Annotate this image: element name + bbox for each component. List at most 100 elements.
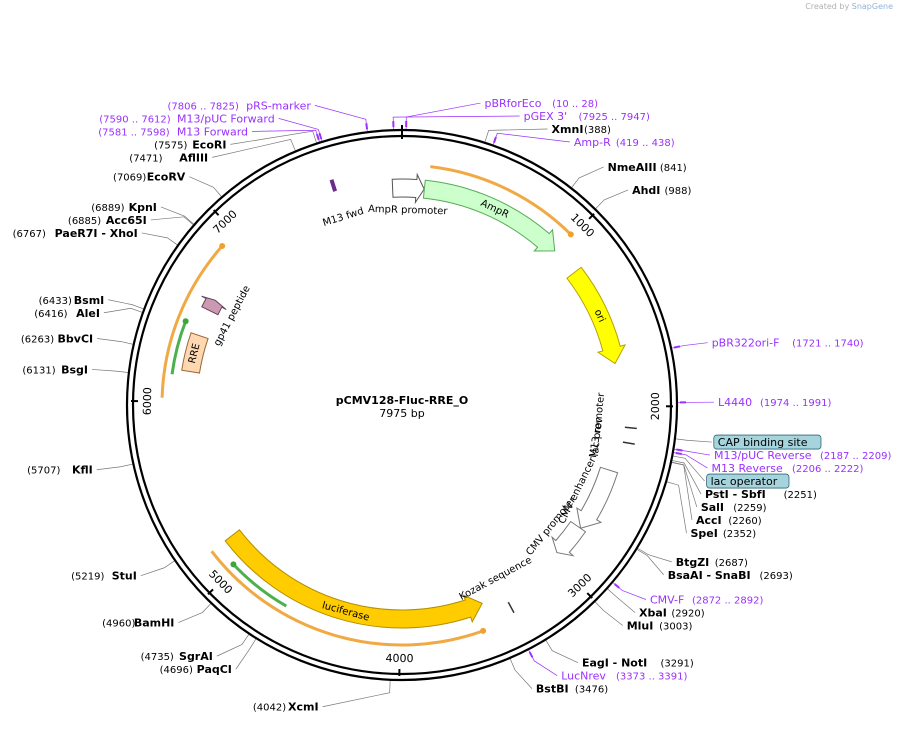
enzyme-site-paer7i: PaeR7I - XhoI (6767) xyxy=(13,227,138,240)
primer-name: pRS-marker xyxy=(246,99,311,112)
leader-line xyxy=(612,582,647,600)
enzyme-position: (2251) xyxy=(784,490,817,501)
enzyme-name: PaeR7I - XhoI xyxy=(55,227,138,240)
leader-line xyxy=(528,650,558,676)
primer-range: (7806 .. 7825) xyxy=(168,101,240,112)
enzyme-position: (4696) xyxy=(160,665,193,676)
enzyme-position: (3003) xyxy=(659,622,692,633)
enzyme-site-sgrai: SgrAI(4735) xyxy=(141,650,213,663)
primer-m13-puc-forward: M13/pUC Forward(7590 .. 7612) xyxy=(99,112,274,125)
enzyme-name: BsgI xyxy=(61,363,88,376)
primer-range: (1721 .. 1740) xyxy=(792,339,864,350)
orf-arc xyxy=(210,550,484,647)
leader-line xyxy=(150,216,194,225)
enzyme-name: XbaI xyxy=(639,607,667,620)
leader-line xyxy=(666,481,687,534)
enzyme-site-afliii: AflIII(7471) xyxy=(129,151,208,164)
enzyme-site-bamhi: BamHI(4960) xyxy=(102,617,174,630)
primer-name: M13 Forward xyxy=(177,125,248,138)
enzyme-name: AflIII xyxy=(179,151,208,164)
snapgene-credit: Created by SnapGene xyxy=(805,2,893,11)
enzyme-position: (4960) xyxy=(102,619,135,630)
primer-m13-puc-reverse: M13/pUC Reverse(2187 .. 2209) xyxy=(714,449,892,462)
enzyme-position: (3291) xyxy=(661,659,694,670)
leader-line xyxy=(405,102,481,130)
orf-arrow-tip xyxy=(219,243,226,250)
leader-line xyxy=(675,438,712,443)
small-feature-mark xyxy=(624,426,637,430)
primer-mark-m13-forward xyxy=(316,133,320,141)
primer-range: (7925 .. 7947) xyxy=(578,112,650,123)
feature-rre xyxy=(181,332,209,374)
enzyme-position: (6767) xyxy=(13,229,46,240)
enzyme-position: (388) xyxy=(584,125,611,136)
primer-range: (2187 .. 2209) xyxy=(820,451,892,462)
leader-line xyxy=(212,139,296,158)
leader-line xyxy=(673,452,708,469)
enzyme-site-kpni: KpnI(6889) xyxy=(91,201,157,214)
primer-mark-m13-puc-forward xyxy=(318,132,323,140)
enzyme-site-mlui: MluI(3003) xyxy=(627,620,693,633)
leader-line xyxy=(103,307,143,314)
enzyme-site-psti: PstI - SbfI(2251) xyxy=(705,488,817,501)
primer-name: M13 Reverse xyxy=(712,462,783,475)
enzyme-site-paqci: PaqCI(4696) xyxy=(160,663,232,676)
enzyme-position: (2260) xyxy=(728,516,761,527)
leader-line xyxy=(322,680,391,708)
leader-line xyxy=(96,463,133,471)
leader-line xyxy=(607,588,636,613)
orf-arcs xyxy=(160,165,574,647)
primer-name: CMV-F xyxy=(650,594,684,607)
enzyme-position: (2693) xyxy=(760,571,793,582)
enzyme-name: BamHI xyxy=(134,617,175,630)
leader-line xyxy=(230,130,317,145)
primer-range: (419 .. 438) xyxy=(616,138,675,149)
primer-pbr322ori-f: pBR322ori-F(1721 .. 1740) xyxy=(712,337,864,350)
boxed-feature-bg xyxy=(706,473,790,489)
leader-line xyxy=(178,603,211,623)
orf-arrow-tip xyxy=(480,627,487,634)
enzyme-name: XmnI xyxy=(552,123,584,136)
plasmid-length: 7975 bp xyxy=(379,407,424,420)
enzyme-site-btgzi: BtgZI(2687) xyxy=(676,556,748,569)
primer-range: (7590 .. 7612) xyxy=(99,114,171,125)
primer-l4440: L4440 (1974 .. 1991) xyxy=(718,396,832,409)
leader-line xyxy=(108,299,144,310)
primer-name: L4440 xyxy=(718,396,752,409)
enzyme-position: (7069) xyxy=(113,173,146,184)
primer-range: (10 .. 28) xyxy=(552,99,598,110)
small-feature-label-m13-rev: M13 rev xyxy=(588,417,606,459)
primer-prs-marker: pRS-marker (7806 .. 7825) xyxy=(168,99,312,112)
primer-mark-cmv-f xyxy=(614,583,620,589)
enzyme-site-xcmi: XcmI(4042) xyxy=(253,701,319,714)
primer-pgex-3: pGEX 3'(7925 .. 7947) xyxy=(524,110,650,123)
enzyme-site-eagi: EagI - NotI(3291) xyxy=(582,657,694,670)
primer-pbrforeco: pBRforEco(10 .. 28) xyxy=(484,97,598,110)
enzyme-name: BstBI xyxy=(536,683,569,696)
tick-mark xyxy=(207,588,214,595)
enzyme-site-ecori: EcoRI(7575) xyxy=(154,138,226,151)
feature-ampr-promoter xyxy=(391,172,425,205)
boxed-feature-name: lac operator xyxy=(711,475,778,488)
primer-mark-m13-puc-reverse xyxy=(676,448,683,452)
primer-range: (1974 .. 1991) xyxy=(760,398,832,409)
primer-mark-prs-marker xyxy=(365,123,369,130)
small-feature-mark xyxy=(329,179,338,192)
enzyme-site-sali: SalI(2259) xyxy=(701,501,767,514)
primer-name: Amp-R xyxy=(574,136,611,149)
enzyme-site-bstbi: BstBI(3476) xyxy=(536,683,608,696)
feature-label-gp41-peptide: gp41 peptide xyxy=(212,284,253,348)
plasmid-name: pCMV128-Fluc-RRE_O xyxy=(336,394,468,407)
enzyme-position: (2687) xyxy=(715,558,748,569)
leader-line xyxy=(97,338,133,345)
boxed-feature-cap-binding-site: CAP binding site xyxy=(713,434,822,450)
feature-label-rre: RRE xyxy=(187,342,203,364)
small-feature-mark xyxy=(507,601,515,614)
primer-range: (2206 .. 2222) xyxy=(792,464,864,475)
leader-line xyxy=(235,638,257,670)
primer-mark-m13-reverse xyxy=(675,452,682,456)
primer-lucnrev: LucNrev(3373 .. 3391) xyxy=(561,670,687,683)
small-feature-mark xyxy=(622,441,635,445)
orf-arrow-tip xyxy=(230,561,237,568)
enzyme-position: (6885) xyxy=(68,216,101,227)
